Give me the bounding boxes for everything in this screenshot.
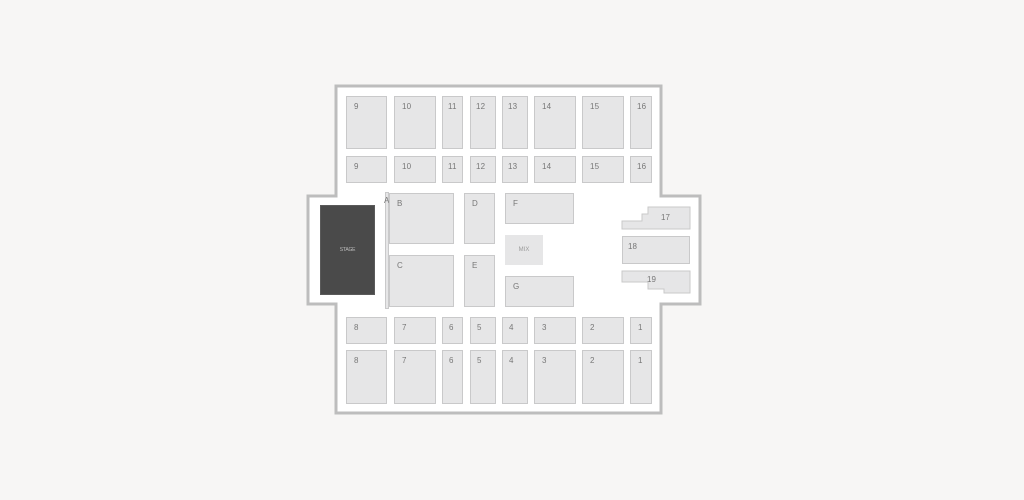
section-label: 13 <box>508 102 518 111</box>
section-5-front[interactable]: 5 <box>470 317 496 344</box>
section-label: D <box>472 199 478 208</box>
section-6-rear[interactable]: 6 <box>442 350 463 404</box>
section-14-front[interactable]: 14 <box>534 156 576 183</box>
section-19[interactable] <box>621 270 691 294</box>
section-3-front[interactable]: 3 <box>534 317 576 344</box>
section-13-rear[interactable]: 13 <box>502 96 528 149</box>
section-label: 12 <box>476 162 486 171</box>
section-18[interactable] <box>622 236 690 264</box>
section-4-rear[interactable]: 4 <box>502 350 528 404</box>
section-label: 11 <box>448 102 457 111</box>
section-E[interactable]: E <box>464 255 495 307</box>
section-11-front[interactable]: 11 <box>442 156 463 183</box>
section-9-rear[interactable]: 9 <box>346 96 387 149</box>
section-18-label: 18 <box>628 242 637 251</box>
section-3-rear[interactable]: 3 <box>534 350 576 404</box>
section-4-front[interactable]: 4 <box>502 317 528 344</box>
section-label: 12 <box>476 102 486 111</box>
section-A[interactable] <box>385 192 389 309</box>
section-label: 10 <box>402 102 412 111</box>
mix-label: MIX <box>518 247 530 253</box>
section-label: 2 <box>590 323 595 332</box>
section-label: 2 <box>590 356 595 365</box>
section-label: 1 <box>638 323 643 332</box>
section-8-rear[interactable]: 8 <box>346 350 387 404</box>
section-label: 15 <box>590 102 600 111</box>
section-9-front[interactable]: 9 <box>346 156 387 183</box>
section-label: 14 <box>542 162 552 171</box>
section-19-label: 19 <box>647 275 656 284</box>
section-label: 16 <box>637 102 647 111</box>
section-label: 3 <box>542 323 547 332</box>
section-label: 7 <box>402 323 407 332</box>
stage: STAGE <box>320 205 375 295</box>
section-label: 7 <box>402 356 407 365</box>
section-label: 6 <box>449 356 454 365</box>
section-16-rear[interactable]: 16 <box>630 96 652 149</box>
mix-position: MIX <box>505 235 543 265</box>
section-A-label: A <box>384 196 390 205</box>
section-8-front[interactable]: 8 <box>346 317 387 344</box>
section-label: 5 <box>477 356 482 365</box>
section-label: 16 <box>637 162 647 171</box>
section-11-rear[interactable]: 11 <box>442 96 463 149</box>
section-label: F <box>513 199 519 208</box>
section-label: 1 <box>638 356 643 365</box>
section-label: 11 <box>448 162 457 171</box>
section-label: 9 <box>354 162 359 171</box>
section-7-front[interactable]: 7 <box>394 317 436 344</box>
section-label: 13 <box>508 162 518 171</box>
section-6-front[interactable]: 6 <box>442 317 463 344</box>
section-12-rear[interactable]: 12 <box>470 96 496 149</box>
section-G[interactable]: G <box>505 276 574 307</box>
section-16-front[interactable]: 16 <box>630 156 652 183</box>
section-label: 6 <box>449 323 454 332</box>
section-F[interactable]: F <box>505 193 574 224</box>
section-label: 4 <box>509 323 514 332</box>
section-2-front[interactable]: 2 <box>582 317 624 344</box>
section-label: 10 <box>402 162 412 171</box>
section-13-front[interactable]: 13 <box>502 156 528 183</box>
section-7-rear[interactable]: 7 <box>394 350 436 404</box>
section-label: 8 <box>354 356 359 365</box>
section-1-front[interactable]: 1 <box>630 317 652 344</box>
section-label: E <box>472 261 478 270</box>
section-label: C <box>397 261 403 270</box>
section-label: G <box>513 282 520 291</box>
section-2-rear[interactable]: 2 <box>582 350 624 404</box>
section-B[interactable]: B <box>389 193 454 244</box>
section-D[interactable]: D <box>464 193 495 244</box>
section-1-rear[interactable]: 1 <box>630 350 652 404</box>
section-label: 3 <box>542 356 547 365</box>
section-10-rear[interactable]: 10 <box>394 96 436 149</box>
section-label: B <box>397 199 403 208</box>
section-C[interactable]: C <box>389 255 454 307</box>
section-label: 8 <box>354 323 359 332</box>
section-10-front[interactable]: 10 <box>394 156 436 183</box>
section-label: 5 <box>477 323 482 332</box>
section-label: 9 <box>354 102 359 111</box>
section-17-label: 17 <box>661 213 670 222</box>
stage-label: STAGE <box>339 247 356 253</box>
section-17[interactable] <box>621 206 691 230</box>
section-14-rear[interactable]: 14 <box>534 96 576 149</box>
section-12-front[interactable]: 12 <box>470 156 496 183</box>
section-label: 4 <box>509 356 514 365</box>
section-label: 14 <box>542 102 552 111</box>
section-5-rear[interactable]: 5 <box>470 350 496 404</box>
section-15-rear[interactable]: 15 <box>582 96 624 149</box>
section-15-front[interactable]: 15 <box>582 156 624 183</box>
section-label: 15 <box>590 162 600 171</box>
